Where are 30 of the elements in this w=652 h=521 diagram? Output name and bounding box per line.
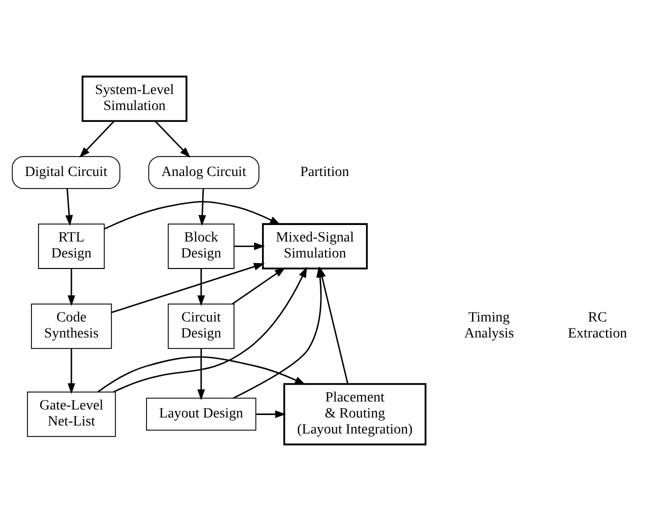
node-box: Circuit Design bbox=[168, 304, 234, 349]
node-box: System-Level Simulation bbox=[82, 76, 188, 122]
node-box: RTL Design bbox=[38, 224, 105, 269]
node-box: Digital Circuit bbox=[12, 156, 120, 189]
node-box: Mixed-Signal Simulation bbox=[262, 223, 368, 270]
arrow bbox=[79, 120, 114, 158]
arrow bbox=[65, 188, 73, 226]
node-box: Analog Circuit bbox=[148, 156, 260, 189]
arrow bbox=[68, 348, 76, 394]
arrow bbox=[234, 242, 265, 250]
label: RC Extraction bbox=[568, 310, 628, 342]
node-box: Placement & Routing (Layout Integration) bbox=[283, 383, 426, 446]
node-box: Gate-Level Net-List bbox=[26, 392, 116, 437]
arrow bbox=[113, 266, 308, 393]
arrow bbox=[104, 200, 281, 230]
node-box: Code Synthesis bbox=[30, 304, 112, 349]
arrow bbox=[68, 268, 76, 306]
arrow bbox=[256, 410, 286, 418]
label: Timing Analysis bbox=[464, 310, 514, 342]
node-box: Block Design bbox=[168, 224, 234, 269]
arrow bbox=[97, 356, 306, 392]
arrow bbox=[154, 120, 190, 158]
node-box: Layout Design bbox=[146, 398, 256, 431]
arrow bbox=[197, 348, 205, 400]
arrow bbox=[197, 268, 205, 306]
arrow bbox=[232, 267, 286, 305]
arrow bbox=[232, 266, 324, 399]
label: Partition bbox=[300, 164, 350, 180]
arrow bbox=[198, 188, 206, 226]
arrow bbox=[111, 262, 265, 314]
